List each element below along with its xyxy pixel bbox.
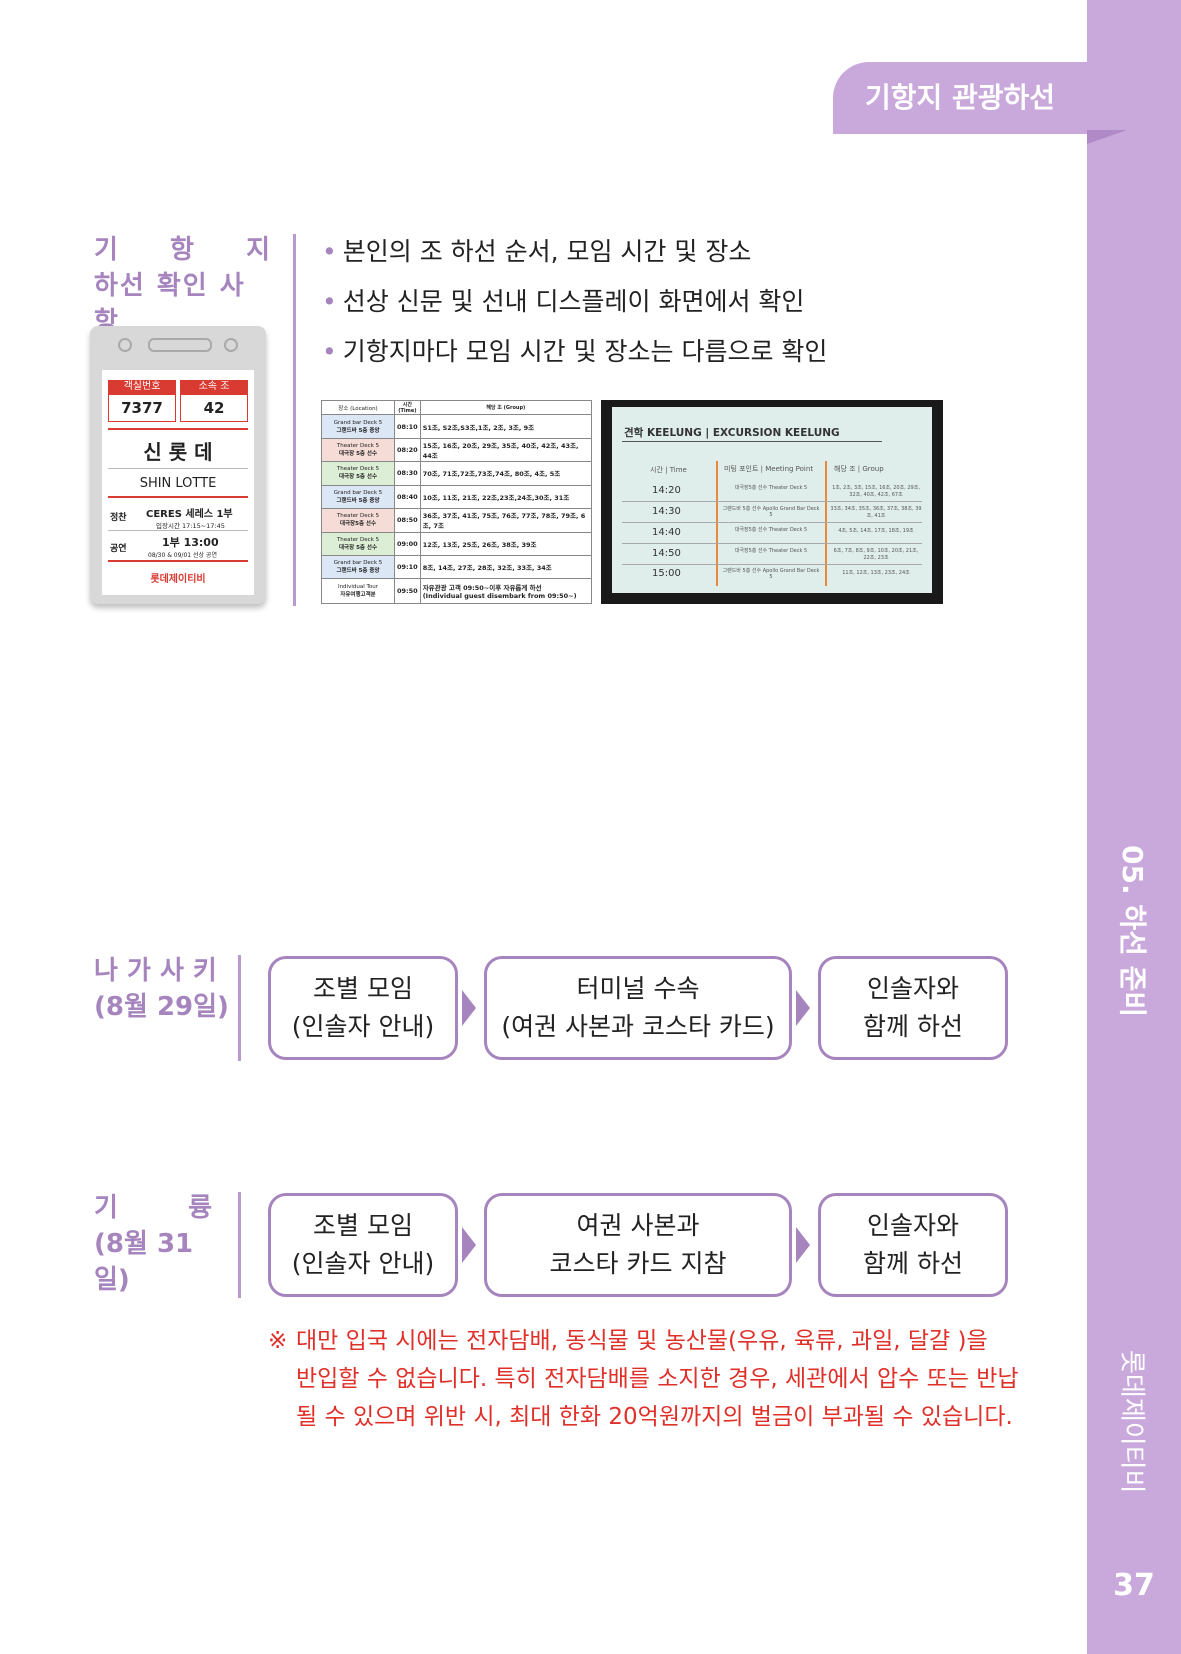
display-time: 14:40 <box>652 527 681 538</box>
chapter-title: 05. 하선 준비 <box>1116 845 1149 1018</box>
display-group: 1조, 2조, 3조, 15조, 16조, 20조, 29조, 32조, 40조… <box>832 485 920 498</box>
check-bullet-3: •기항지마다 모임 시간 및 장소는 다름으로 확인 <box>322 337 828 366</box>
arrow-right-icon <box>462 990 476 1026</box>
display-header-point: 미팅 포인트 | Meeting Point <box>724 465 814 473</box>
group-label: 소속 조 <box>180 380 248 394</box>
room-label: 객실번호 <box>108 380 176 394</box>
id-card: 객실번호 7377 소속 조 42 신 롯 데 SHIN LOTTE 정찬 CE… <box>102 370 254 595</box>
check-bullet-1: •본인의 조 하선 순서, 모임 시간 및 장소 <box>322 237 752 266</box>
display-group: 11조, 12조, 13조, 23조, 24조 <box>842 570 910 576</box>
guest-name-ko: 신 롯 데 <box>143 440 213 464</box>
display-time: 14:20 <box>652 485 681 496</box>
nagasaki-divider <box>238 955 241 1061</box>
room-value: 7377 <box>108 394 176 422</box>
section-tab <box>833 62 1087 134</box>
display-time: 15:00 <box>652 568 681 579</box>
check-bullet-2: •선상 신문 및 선내 디스플레이 화면에서 확인 <box>322 287 805 316</box>
display-header-group: 해당 조 | Group <box>834 465 884 473</box>
guest-name-en: SHIN LOTTE <box>139 476 217 491</box>
dinner-time: 입장시간 17:15~17:45 <box>156 522 225 530</box>
section-tab-label: 기항지 관광하선 <box>864 81 1056 114</box>
show-value: 1부 13:00 <box>162 536 219 549</box>
brand-name: 롯데제이티비 <box>1116 1350 1147 1494</box>
sidebar <box>1087 0 1181 1654</box>
customs-notice: 대만 입국 시에는 전자담배, 동식물 및 농산물(우유, 육류, 과일, 달걀… <box>296 1328 1019 1430</box>
display-point: 대극장5층 선수 Theater Deck 5 <box>734 527 808 533</box>
group-value: 42 <box>180 394 248 422</box>
display-time: 14:30 <box>652 506 681 517</box>
header-group: 해당 조 (Group) <box>419 399 593 416</box>
disembark-schedule-table: 장소 (Location) 시간 (Time) 해당 조 (Group) Gra… <box>321 399 593 604</box>
display-point: 그랜드바 5층 선수 Apollo Grand Bar Deck 5 <box>722 506 820 518</box>
header-time: 시간 (Time) <box>394 399 421 416</box>
keelung-step-1: 조별 모임(인솔자 안내) <box>268 1193 458 1297</box>
display-point: 대극장5층 선수 Theater Deck 5 <box>734 485 808 491</box>
display-point: 대극장5층 선수 Theater Deck 5 <box>734 548 808 554</box>
nagasaki-step-1: 조별 모임(인솔자 안내) <box>268 956 458 1060</box>
keelung-divider <box>238 1192 241 1298</box>
arrow-right-icon <box>796 990 810 1026</box>
display-time: 14:50 <box>652 548 681 559</box>
check-divider <box>293 234 296 606</box>
arrow-right-icon <box>462 1227 476 1263</box>
page-number: 37 <box>1113 1568 1155 1603</box>
show-date: 08/30 & 09/01 선상 공연 <box>148 552 217 559</box>
dinner-value: CERES 세레스 1부 <box>146 509 233 520</box>
display-group: 6조, 7조, 8조, 9조, 10조, 20조, 21조, 22조, 23조 <box>833 548 919 561</box>
table-header-row: 장소 (Location) 시간 (Time) 해당 조 (Group) <box>321 399 593 416</box>
header-location: 장소 (Location) <box>321 399 395 416</box>
display-title: 견학 KEELUNG | EXCURSION KEELUNG <box>624 427 840 439</box>
card-company: 롯데제이티비 <box>150 574 206 585</box>
arrow-right-icon <box>796 1227 810 1263</box>
tab-fold-decoration <box>1087 130 1127 144</box>
nagasaki-step-2: 터미널 수속(여권 사본과 코스타 카드) <box>484 956 792 1060</box>
display-group: 4조, 5조, 14조, 17조, 18조, 19조 <box>838 528 914 534</box>
dinner-label: 정찬 <box>110 513 127 523</box>
display-point: 그랜드바 5층 선수 Apollo Grand Bar Deck 5 <box>722 568 820 580</box>
notice-mark: ※ <box>268 1328 288 1354</box>
display-group: 33조, 34조, 35조, 36조, 37조, 38조, 39조, 41조 <box>830 506 922 519</box>
nagasaki-label: 나 가 사 키 (8월 29일) <box>94 956 229 1022</box>
display-screen: 견학 KEELUNG | EXCURSION KEELUNG 시간 | Time… <box>612 407 932 593</box>
display-header-time: 시간 | Time <box>650 466 687 474</box>
show-label: 공연 <box>110 544 127 554</box>
